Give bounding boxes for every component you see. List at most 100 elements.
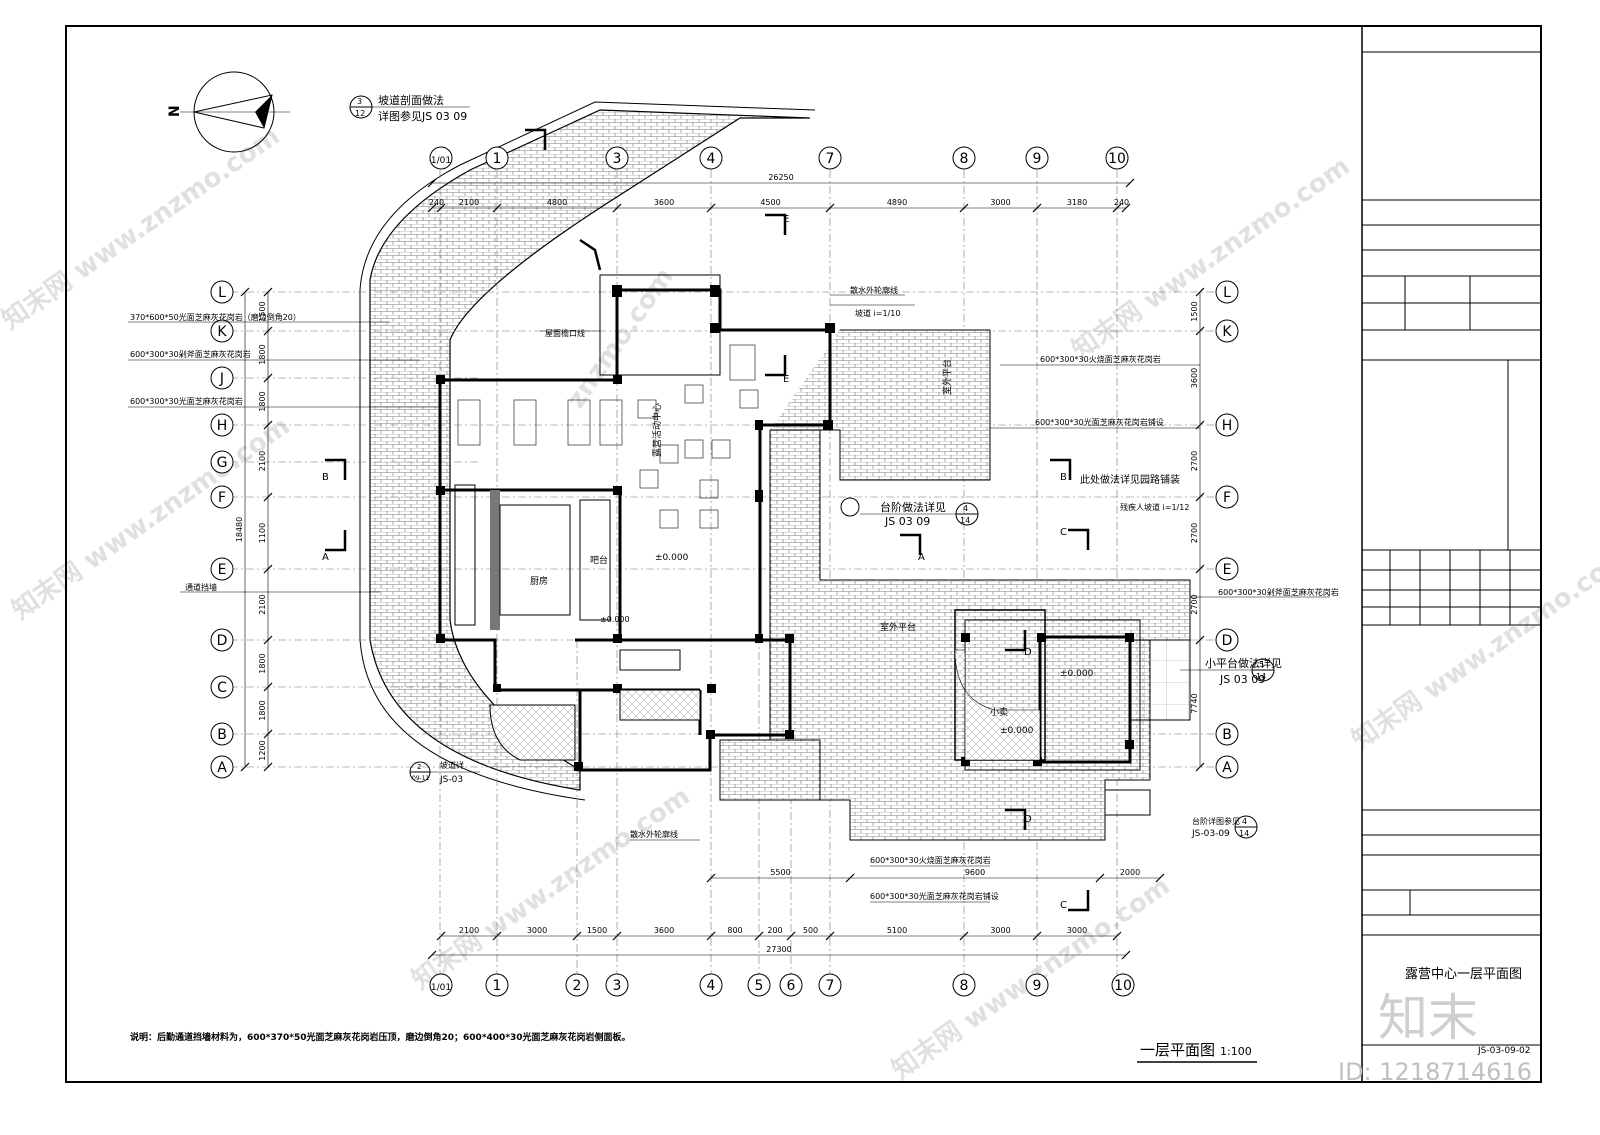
drawing-number: JS-03-09-02 (1477, 1046, 1530, 1056)
axis-right-5-label: D (1222, 633, 1233, 649)
sheet-frame (65, 25, 1542, 1083)
misc-paving-note: 此处做法详见园路铺装 (1080, 473, 1180, 486)
dining-tables (457, 344, 759, 529)
room-label-activity: 露营活动中心 (651, 403, 663, 457)
axis-top-3: 4 (699, 146, 723, 170)
north-arrow-icon (180, 71, 290, 153)
axis-bottom-0-label: 1/01 (431, 983, 451, 993)
misc-eave-line: 屋面檐口线 (545, 328, 585, 338)
material-note-0: 370*600*50光面芝麻灰花岗岩（磨边倒角20） (130, 312, 301, 322)
dim-bottom-3: 3600 (654, 926, 674, 935)
elevation-2: ±0.000 (600, 615, 630, 624)
axis-top-2-label: 3 (613, 151, 622, 167)
dim-left-6: 1800 (258, 653, 267, 673)
dim-left-7: 1800 (258, 700, 267, 720)
axis-left-7: D (210, 628, 234, 652)
svg-text:A: A (322, 552, 329, 563)
kitchen-counter (454, 484, 476, 626)
callout-ramp (349, 95, 470, 119)
room-label-bar: 吧台 (590, 554, 608, 566)
logo-text: 知末 (1378, 989, 1478, 1047)
dim-right-0: 1500 (1190, 301, 1199, 321)
axis-top-7-label: 10 (1108, 151, 1126, 167)
dim-right-1: 3600 (1190, 368, 1199, 388)
dim-bottom-row2-0: 5500 (770, 868, 790, 877)
svg-text:C: C (1060, 900, 1067, 911)
axis-top-1-label: 1 (493, 151, 502, 167)
dim-top-6: 3000 (990, 198, 1010, 207)
axis-bottom-6-label: 6 (787, 978, 796, 994)
dim-top-7: 3180 (1067, 198, 1087, 207)
axis-left-5-label: F (218, 490, 226, 506)
svg-text:A: A (918, 552, 925, 563)
axis-top-2: 3 (605, 146, 629, 170)
axis-top-0-label: 1/01 (431, 156, 451, 166)
misc-retaining-wall: 通道挡墙 (185, 582, 217, 592)
callout-platform-ref-bottom: 14 (1256, 672, 1266, 681)
columns (436, 285, 1134, 771)
dim-top-4: 4500 (760, 198, 780, 207)
svg-text:C: C (1060, 527, 1067, 538)
axis-left-10: A (210, 755, 234, 779)
axis-right-3: F (1215, 485, 1239, 509)
callout-platform-line1: 小平台做法详见 (1205, 656, 1282, 670)
axis-right-4-label: E (1223, 562, 1232, 578)
axis-left-9-label: B (217, 727, 227, 743)
dim-right-2: 2700 (1190, 451, 1199, 471)
callout-ramp-line2: 详图参见JS 03 09 (378, 109, 467, 123)
axis-top-5: 8 (952, 146, 976, 170)
axis-bottom-4: 4 (699, 973, 723, 997)
axis-right-7-label: A (1222, 760, 1232, 776)
axis-left-4-label: G (217, 455, 228, 471)
drawing-title: 露营中心一层平面图 (1405, 967, 1522, 982)
axis-top-1: 1 (485, 146, 509, 170)
plan-title: 一层平面图 (1140, 1041, 1215, 1059)
dim-bottom-2: 1500 (587, 926, 607, 935)
callout-steps2-line2: JS-03-09 (1191, 829, 1230, 839)
dim-top-0: 240 (429, 198, 444, 207)
dim-top-total-0: 26250 (768, 173, 793, 182)
svg-text:B: B (1060, 472, 1067, 483)
axis-left-1-label: K (217, 324, 227, 340)
axis-left-8-label: C (217, 680, 227, 696)
dim-left-0: 1500 (258, 301, 267, 321)
axis-right-2: H (1215, 413, 1239, 437)
axis-right-0-label: L (1223, 285, 1231, 301)
axis-left-7-label: D (217, 633, 228, 649)
callout-ramp-ref-bottom: 12 (355, 109, 365, 118)
svg-text:知末网 www.znzmo.com: 知末网 www.znzmo.com (1347, 541, 1600, 756)
axis-right-0: L (1215, 280, 1239, 304)
dim-bottom-9: 3000 (1067, 926, 1087, 935)
callout-steps-line2: JS 03 09 (884, 515, 930, 528)
callout-platform-ref-top: 5 (1259, 660, 1264, 669)
callout-steps2-ref-bottom: 14 (1239, 829, 1249, 838)
material-note-5: 600*300*30剁斧面芝麻灰花岗岩 (1218, 587, 1339, 597)
axis-left-10-label: A (217, 760, 227, 776)
axis-top-7: 10 (1105, 146, 1129, 170)
room-label-kitchen: 厨房 (530, 575, 548, 587)
dim-bottom-5: 200 (767, 926, 782, 935)
dim-left-total-0: 18480 (235, 517, 244, 542)
elevation-1: ±0.000 (655, 553, 689, 563)
callout-steps2 (1234, 815, 1258, 839)
axis-left-3: H (210, 413, 234, 437)
axis-left-6-label: E (218, 562, 227, 578)
dim-bottom-row2-2: 2000 (1120, 868, 1140, 877)
callout-ramp-ref-top: 3 (357, 97, 362, 106)
axis-left-3-label: H (217, 418, 228, 434)
dim-top-5: 4890 (887, 198, 907, 207)
dim-bottom-row2-1: 9600 (965, 868, 985, 877)
axis-bottom-7-label: 7 (826, 978, 835, 994)
axis-bottom-3-label: 3 (613, 978, 622, 994)
axis-bottom-4-label: 4 (707, 978, 716, 994)
misc-accessible-ramp: 残疾人坡道 i=1/12 (1120, 502, 1189, 512)
axis-bottom-2-label: 2 (573, 978, 582, 994)
callout-ramp2-line2: JS-03 (439, 775, 463, 785)
axis-right-1: K (1215, 319, 1239, 343)
misc-drain-line-1: 散水外轮廓线 (850, 285, 898, 295)
